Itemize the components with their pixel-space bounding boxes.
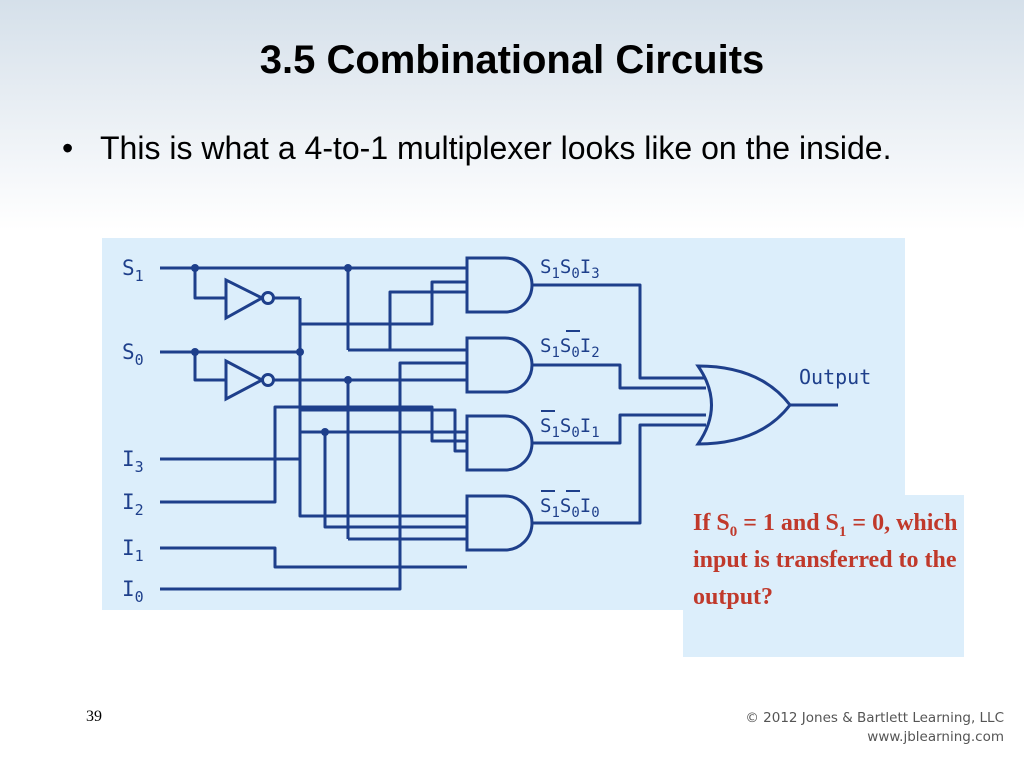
input-label-i1: I1 bbox=[122, 536, 144, 565]
multiplexer-circuit: S1 S0 I3 I2 I1 I0 S1S0I3 S1S0I2 S1S0I1 S… bbox=[122, 256, 871, 606]
g4-not-s1-wire bbox=[298, 459, 467, 518]
input-label-i0: I0 bbox=[122, 577, 144, 606]
input-label-i3: I3 bbox=[122, 447, 144, 476]
i1-line bbox=[160, 546, 467, 569]
copyright-line: © 2012 Jones & Bartlett Learning, LLC bbox=[745, 710, 1004, 726]
not-bubble bbox=[261, 291, 275, 305]
g1-s0-wire bbox=[348, 290, 467, 352]
input-label-s0: S0 bbox=[122, 340, 144, 369]
multiplexer-diagram: S1 S0 I3 I2 I1 I0 S1S0I3 S1S0I2 S1S0I1 S… bbox=[102, 238, 905, 610]
or-gate bbox=[695, 364, 792, 446]
question-callout bbox=[683, 495, 964, 657]
junction-dot bbox=[321, 428, 329, 436]
page-number: 39 bbox=[86, 708, 102, 725]
term-label-1: S1S0I3 bbox=[540, 256, 600, 282]
g1-i3-wire bbox=[300, 280, 467, 326]
input-label-s1: S1 bbox=[122, 256, 144, 285]
bullet-item: • This is what a 4-to-1 multiplexer look… bbox=[62, 128, 942, 168]
publisher-url: www.jblearning.com bbox=[867, 729, 1004, 745]
output-label: Output bbox=[799, 365, 871, 389]
i2-line bbox=[160, 405, 467, 504]
and-gate-3 bbox=[465, 414, 534, 472]
junction-dot bbox=[191, 348, 199, 356]
not-gate-s0 bbox=[224, 358, 266, 402]
s1-tap bbox=[193, 268, 226, 300]
junctions bbox=[191, 264, 352, 436]
slide-title: 3.5 Combinational Circuits bbox=[259, 38, 765, 82]
junction-dot bbox=[296, 348, 304, 356]
junction-dot bbox=[191, 264, 199, 272]
junction-dot bbox=[344, 264, 352, 272]
g4-extra-wire bbox=[323, 432, 467, 529]
not-gate-s1 bbox=[224, 277, 266, 321]
term-label-3: S1S0I1 bbox=[540, 415, 600, 441]
bullet-text: This is what a 4-to-1 multiplexer looks … bbox=[100, 130, 892, 166]
s0-tap bbox=[193, 352, 226, 382]
and-gate-4 bbox=[465, 494, 534, 552]
and2-out bbox=[530, 363, 706, 390]
term-label-2: S1S0I2 bbox=[540, 335, 600, 361]
term-label-4: S1S0I0 bbox=[540, 495, 600, 521]
input-label-i2: I2 bbox=[122, 490, 144, 519]
and4-out bbox=[530, 423, 706, 525]
and3-out bbox=[530, 413, 706, 445]
not-bubble bbox=[261, 373, 275, 387]
i0-line bbox=[160, 361, 467, 591]
junction-dot bbox=[344, 376, 352, 384]
bullet-dot: • bbox=[62, 130, 74, 166]
copyright-notice: © 2012 Jones & Bartlett Learning, LLC ww… bbox=[745, 709, 1004, 747]
and-gate-1 bbox=[465, 256, 534, 314]
and1-out bbox=[530, 283, 706, 380]
question-text: If S0 = 1 and S1 = 0, which input is tra… bbox=[693, 510, 958, 610]
g3-not-s1-wire bbox=[300, 408, 467, 453]
and-gate-2 bbox=[465, 336, 534, 394]
